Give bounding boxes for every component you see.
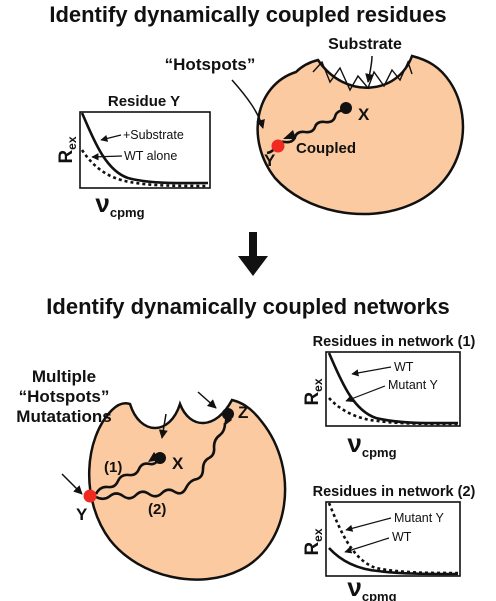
plot-network-1-title: Residues in network (1) (313, 334, 476, 350)
plot-residue-y-xlabel: νcpmg (95, 188, 144, 220)
plot-residue-y-legend-wt: WT alone (124, 149, 177, 163)
residue-x-label-bottom: X (172, 454, 184, 473)
residue-x-dot-top (340, 102, 352, 114)
plot-network-1-legend-arrow-mutant (345, 385, 386, 403)
plot-network-2-title: Residues in network (2) (313, 484, 476, 500)
plot-network-2-legend-arrow-mutant (345, 517, 392, 532)
residue-x-dot-bottom (154, 452, 166, 464)
plot-residue-y-legend-substrate: +Substrate (123, 128, 184, 142)
multiple-label-line3: Mutatations (16, 407, 111, 426)
legend-arrow-substrate (100, 134, 122, 142)
plot-network-1-mutant-curve (328, 397, 459, 426)
bottom-title: Identify dynamically coupled networks (46, 294, 449, 319)
down-arrow-icon (238, 232, 268, 276)
top-title: Identify dynamically coupled residues (49, 2, 446, 27)
plot-network-2-xlabel: νcpmg (347, 572, 396, 601)
residue-y-dot-top (271, 139, 285, 153)
coupling-wave-path-1 (94, 459, 160, 495)
legend-arrow-wt (91, 153, 123, 161)
plot-residue-y-wt-curve (80, 149, 209, 188)
path-2-label: (2) (148, 501, 166, 518)
plot-residue-y-ylabel: Rex (56, 136, 79, 163)
coupled-label: Coupled (296, 140, 356, 157)
coupling-arrowhead-top (283, 130, 296, 139)
plot-residue-y: Residue Y +Substrate WT alone Rex νcpmg (56, 93, 211, 220)
plot-residue-y-title: Residue Y (108, 93, 180, 110)
plot-network-1: Residues in network (1) WT Mutant Y Rex … (302, 334, 476, 460)
protein-blob-bottom (87, 398, 287, 581)
substrate-label: Substrate (328, 36, 402, 53)
hotspots-arrow (231, 79, 265, 129)
substrate-zigzag (312, 60, 413, 92)
plot-network-2-ylabel: Rex (302, 528, 325, 555)
hotspots-label: “Hotspots” (165, 55, 256, 74)
plot-residue-y-frame (79, 111, 211, 189)
plot-residue-y-substrate-curve (80, 112, 209, 185)
plot-network-1-legend-wt: WT (394, 360, 414, 374)
protein-blob-top (256, 54, 465, 216)
residue-z-dot-bottom (222, 408, 234, 420)
plot-network-2-wt-curve (328, 547, 459, 576)
plot-network-2-legend-mutant: Mutant Y (394, 511, 444, 525)
multiple-arrow-z (197, 391, 217, 409)
residue-y-label-top: Y (264, 151, 276, 170)
substrate-arrow (365, 55, 375, 83)
residue-y-label-bottom: Y (76, 505, 88, 524)
plot-network-2-legend-arrow-wt (344, 537, 390, 554)
path-1-label: (1) (104, 459, 122, 476)
plot-network-1-legend-arrow-wt (351, 366, 392, 377)
plot-network-1-legend-mutant: Mutant Y (388, 378, 438, 392)
multiple-arrow-x (158, 413, 168, 439)
plot-network-2-legend-wt: WT (392, 530, 412, 544)
multiple-label-line2: “Hotspots” (19, 387, 110, 406)
residue-x-label-top: X (358, 105, 370, 124)
multiple-arrow-y (61, 473, 83, 495)
multiple-label-line1: Multiple (32, 367, 96, 386)
plot-network-2: Residues in network (2) Mutant Y WT Rex … (302, 484, 476, 601)
plot-network-1-ylabel: Rex (302, 378, 325, 405)
residue-y-dot-bottom (83, 489, 97, 503)
residue-z-label-bottom: Z (238, 403, 248, 422)
plot-network-1-xlabel: νcpmg (347, 428, 396, 460)
coupling-wave-path-2 (95, 422, 227, 501)
